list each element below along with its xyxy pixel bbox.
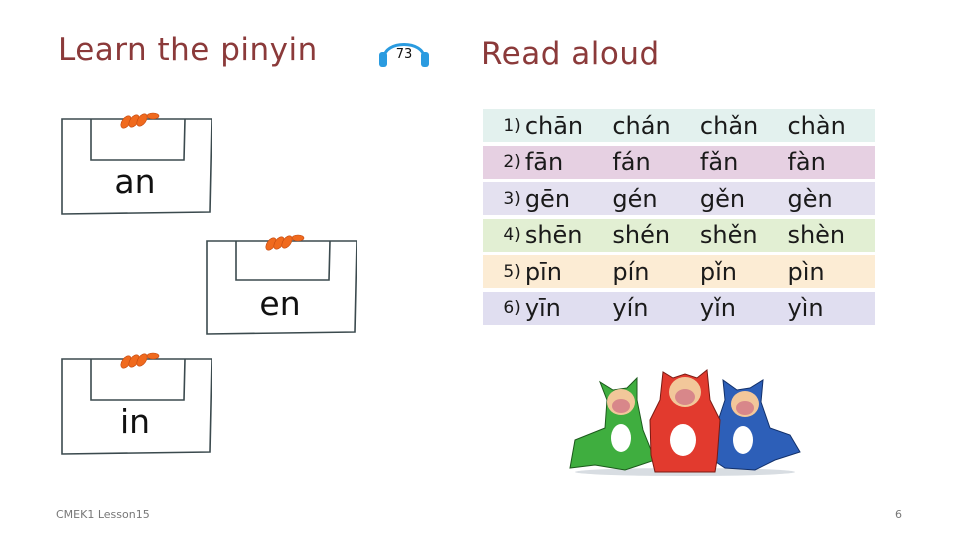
table-row: 5) pīn pín pǐn pìn (483, 255, 875, 288)
final-label: en (259, 284, 301, 323)
row-number: 2) (503, 152, 521, 172)
box-drawing-icon (61, 352, 212, 455)
box-drawing-icon (61, 112, 212, 215)
syllable: gèn (787, 184, 833, 213)
table-row: 1) chān chán chǎn chàn (483, 109, 875, 142)
syllable: gēn (524, 184, 571, 213)
course-label: CMEK1 Lesson15 (56, 508, 150, 521)
syllable: chǎn (699, 111, 759, 140)
syllable: chán (612, 111, 671, 140)
syllable: chān (524, 111, 584, 140)
row-number: 5) (503, 261, 521, 282)
table-row: 6) yīn yín yǐn yìn (483, 291, 875, 325)
syllable: fān (524, 148, 564, 176)
syllable: pīn (524, 257, 562, 286)
row-number: 1) (503, 115, 521, 136)
syllable: shén (612, 221, 671, 249)
audio-button[interactable]: 73 (376, 32, 432, 70)
audio-track-number: 73 (395, 47, 413, 62)
syllable: pìn (787, 257, 825, 286)
syllable: chàn (787, 111, 846, 140)
green-cat (569, 376, 656, 471)
cats-icon (569, 369, 801, 476)
final-card-an: an (60, 112, 212, 215)
syllable: gěn (699, 184, 746, 213)
blue-cat (712, 378, 801, 471)
hand-icon (120, 112, 160, 129)
syllable: shèn (787, 221, 846, 249)
table-row: 4) shēn shén shěn shèn (483, 218, 875, 252)
box-drawing-icon (206, 234, 357, 335)
syllable: yīn (524, 294, 561, 322)
final-label: an (114, 162, 156, 201)
syllable: pǐn (699, 257, 738, 286)
syllable: yǐn (699, 294, 736, 322)
headphones-icon (379, 43, 429, 67)
read-aloud-table: 1) chān chán chǎn chàn 2) fān fán fǎn fà… (483, 109, 875, 328)
row-number: 6) (503, 298, 521, 318)
syllable: fǎn (699, 148, 739, 176)
syllable: yìn (787, 294, 824, 322)
red-cat (649, 369, 721, 473)
syllable: gén (612, 184, 658, 213)
syllable: fàn (787, 148, 826, 176)
syllable: shēn (524, 221, 583, 249)
table-row: 3) gēn gén gěn gèn (483, 182, 875, 215)
page-number: 6 (895, 508, 902, 521)
read-aloud-title: Read aloud (481, 36, 660, 72)
final-label: in (119, 402, 151, 441)
syllable: yín (612, 294, 649, 322)
final-card-en: en (205, 234, 357, 335)
final-card-in: in (60, 352, 212, 455)
hand-icon (120, 352, 160, 369)
hand-icon (265, 234, 305, 251)
learn-pinyin-title: Learn the pinyin (58, 32, 318, 68)
singing-cats-illustration (565, 360, 805, 480)
row-number: 3) (503, 188, 521, 209)
table-row: 2) fān fán fǎn fàn (483, 145, 875, 179)
row-number: 4) (503, 225, 521, 245)
syllable: shěn (699, 221, 758, 249)
syllable: pín (612, 257, 650, 286)
syllable: fán (612, 148, 651, 176)
